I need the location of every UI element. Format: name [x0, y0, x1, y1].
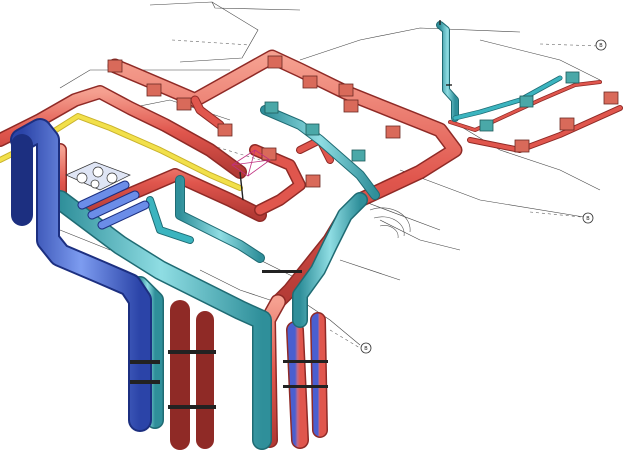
- grid-bubble: B: [582, 212, 594, 224]
- equipment-outline: [231, 149, 271, 177]
- connectors: [239, 20, 452, 201]
- return-terminals: [264, 71, 580, 162]
- air-handling-unit: [65, 161, 131, 191]
- grid-bubble: B: [360, 342, 372, 354]
- supply-ductwork: [0, 49, 623, 450]
- exhaust-ductwork: [10, 118, 152, 432]
- grid-bubble-label: B: [586, 216, 590, 222]
- grid-bubble-label: B: [599, 43, 603, 49]
- dashed-linework: [159, 39, 601, 349]
- grid-bubble: B: [595, 39, 607, 51]
- stair-symbol: [369, 207, 411, 239]
- duct-bands: [130, 270, 328, 409]
- grid-bubble-label: B: [364, 346, 368, 352]
- supply-terminals: [107, 55, 619, 188]
